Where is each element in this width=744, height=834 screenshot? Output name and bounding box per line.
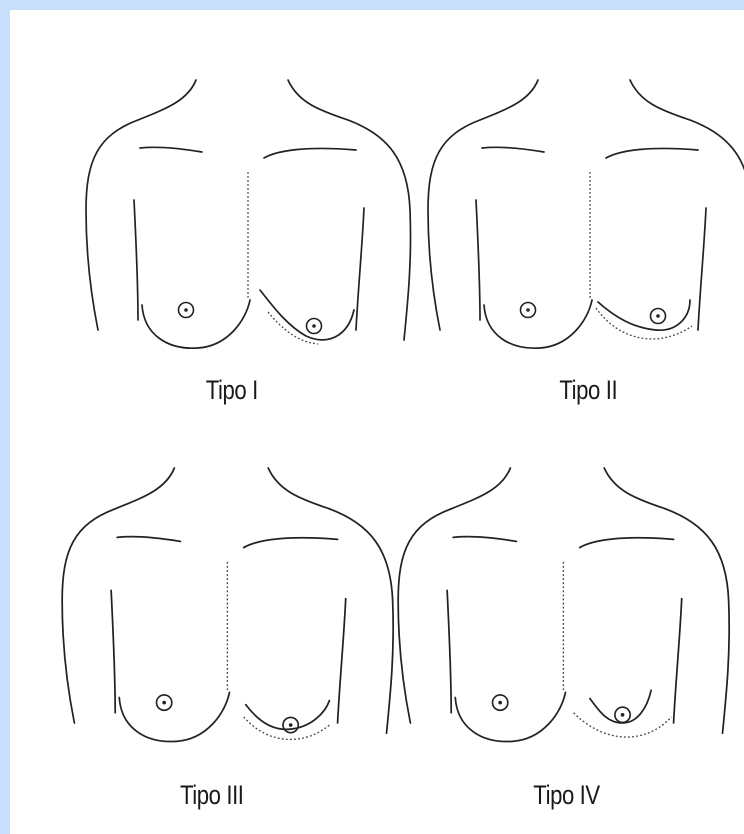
- left-arm-outline: [428, 120, 480, 330]
- right-inner-arm: [698, 208, 706, 330]
- neck-left-line: [480, 80, 538, 120]
- left-clavicle: [453, 537, 516, 542]
- left-inner-arm: [447, 590, 451, 712]
- left-breast-outline: [119, 692, 229, 741]
- neck-left-line: [115, 468, 174, 509]
- neck-right-line: [268, 468, 329, 509]
- label-tipo-4: Tipo IV: [533, 780, 599, 811]
- right-clavicle: [264, 148, 356, 158]
- right-nipple-center: [621, 713, 625, 717]
- left-breast-outline: [142, 300, 250, 348]
- right-clavicle: [606, 148, 698, 158]
- label-tipo-2: Tipo II: [559, 375, 617, 406]
- right-clavicle: [580, 538, 674, 548]
- right-breast-outline: [598, 300, 690, 330]
- right-breast-outline: [246, 701, 330, 730]
- torso-figure-3: [62, 468, 393, 742]
- neck-left-line: [451, 468, 510, 509]
- right-nipple-center: [312, 324, 316, 328]
- ptosis-classification-diagram: [10, 10, 744, 834]
- left-inner-arm: [134, 200, 138, 320]
- left-arm-outline: [86, 120, 138, 330]
- right-inner-arm: [338, 599, 346, 723]
- torso-figure-2: [428, 80, 744, 348]
- left-inner-arm: [111, 590, 115, 712]
- inframammary-fold: [244, 717, 330, 740]
- left-nipple-center: [498, 701, 502, 705]
- torso-figure-1: [86, 80, 411, 348]
- left-breast-outline: [484, 300, 592, 348]
- left-inner-arm: [476, 200, 480, 320]
- left-arm-outline: [62, 509, 115, 723]
- label-tipo-3: Tipo III: [180, 780, 244, 811]
- neck-right-line: [288, 80, 348, 120]
- right-nipple-center: [656, 314, 660, 318]
- right-inner-arm: [356, 208, 364, 330]
- left-breast-outline: [455, 692, 565, 741]
- left-clavicle: [140, 147, 202, 152]
- left-nipple-center: [162, 701, 166, 705]
- torso-figure-4: [398, 468, 729, 742]
- left-clavicle: [482, 147, 544, 152]
- left-nipple-center: [184, 308, 188, 312]
- figure-panel: Tipo I Tipo II Tipo III Tipo IV: [10, 10, 744, 834]
- right-arm-outline: [690, 120, 744, 340]
- left-clavicle: [117, 537, 180, 542]
- label-tipo-1: Tipo I: [206, 375, 258, 406]
- left-arm-outline: [398, 509, 451, 723]
- right-clavicle: [244, 538, 338, 548]
- right-inner-arm: [674, 599, 682, 723]
- neck-right-line: [604, 468, 665, 509]
- right-nipple-center: [289, 723, 293, 727]
- neck-left-line: [138, 80, 196, 120]
- left-nipple-center: [526, 308, 530, 312]
- neck-right-line: [630, 80, 690, 120]
- right-breast-outline: [260, 290, 354, 340]
